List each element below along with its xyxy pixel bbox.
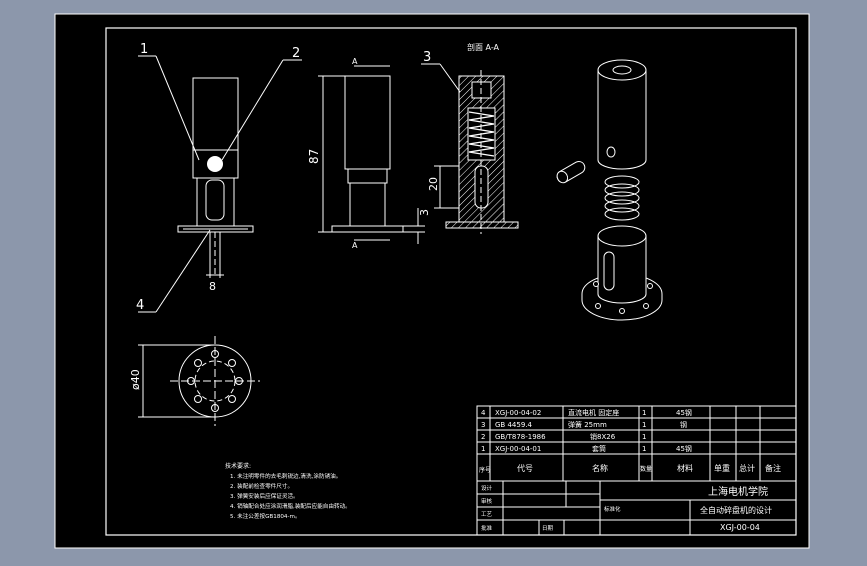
bom-row-2-name: 弹簧 25mm xyxy=(568,420,607,429)
bom-row-2-no: 3 xyxy=(481,421,485,429)
title-label-process: 工艺 xyxy=(481,511,493,518)
bom-row-4-no: 1 xyxy=(481,445,485,453)
bom-row-3-name: 销8X26 xyxy=(590,432,616,441)
notes-title: 技术要求: xyxy=(225,462,251,470)
bom-header-material: 材料 xyxy=(677,463,693,473)
cut-marker-top: A xyxy=(352,57,358,66)
title-label-date: 日期 xyxy=(542,525,554,532)
iso-spring xyxy=(604,175,640,221)
title-label-approve: 批准 xyxy=(481,524,493,532)
notes-line-2: 2. 装配前检查零件尺寸。 xyxy=(230,482,293,490)
bom-header-remark: 备注 xyxy=(765,463,781,473)
cut-marker-bottom: A xyxy=(352,241,358,250)
bom-header-unit-weight: 单重 xyxy=(714,463,730,473)
balloon-3: 3 xyxy=(423,50,431,65)
notes-line-5: 5. 未注公差按GB1804-m。 xyxy=(230,512,301,520)
notes-line-3: 3. 弹簧安装后应保证灵活。 xyxy=(230,492,299,500)
bom-row-1-material: 45钢 xyxy=(676,408,692,417)
pin-circle xyxy=(207,156,223,172)
section-spring xyxy=(468,111,495,157)
dimension-diameter-40: ø40 xyxy=(129,369,142,390)
title-label-standard: 标准化 xyxy=(604,505,621,513)
dimension-height-87: 87 xyxy=(307,149,321,164)
bom-header-qty: 数量 xyxy=(640,465,652,473)
drawing-sheet xyxy=(54,13,810,549)
school-name: 上海电机学院 xyxy=(708,485,768,498)
technical-notes: 技术要求: 1. 未注明零件的去毛刺锐边,清洗,涂防锈油。 2. 装配前检查零件… xyxy=(225,462,351,520)
flange-top-view xyxy=(138,336,260,426)
side-view-flange xyxy=(331,225,404,233)
balloon-leaders xyxy=(138,55,461,313)
bom-row-3-no: 2 xyxy=(481,433,485,441)
drawing-title: 全自动碎盘机的设计 xyxy=(700,505,772,515)
dimension-slot-20: 20 xyxy=(427,177,440,191)
bom-header-code: 代号 xyxy=(517,463,533,473)
dimension-slot-8: 8 xyxy=(209,280,216,293)
section-view xyxy=(434,70,519,234)
bom-row-1-name: 直流电机 固定座 xyxy=(568,408,619,417)
iso-sleeve xyxy=(597,70,647,170)
side-view xyxy=(318,65,425,244)
bom-header-no: 序号 xyxy=(479,466,491,474)
title-label-check: 审核 xyxy=(481,497,493,505)
front-view xyxy=(177,77,254,278)
bom-row-1-qty: 1 xyxy=(642,409,646,417)
notes-line-1: 1. 未注明零件的去毛刺锐边,清洗,涂防锈油。 xyxy=(230,472,341,480)
balloon-2: 2 xyxy=(292,46,300,61)
drawing-number: XGJ-00-04 xyxy=(720,523,760,532)
bom-row-1-code: XGJ-00-04-02 xyxy=(495,409,541,417)
bom-row-2-qty: 1 xyxy=(642,421,646,429)
section-flange xyxy=(445,221,519,229)
bom-row-4-code: XGJ-00-04-01 xyxy=(495,445,541,453)
bom-rows: 4 XGJ-00-04-02 直流电机 固定座 1 45钢 3 GB 4459.… xyxy=(479,408,781,474)
title-block-text: 设计 审核 工艺 标准化 批准 日期 上海电机学院 全自动碎盘机的设计 XGJ-… xyxy=(481,484,772,532)
iso-pin xyxy=(556,161,586,184)
section-label: 剖面 A-A xyxy=(467,42,500,52)
balloon-4: 4 xyxy=(136,298,144,313)
bom-header-name: 名称 xyxy=(592,463,608,473)
bom-row-4-material: 45钢 xyxy=(676,444,692,453)
dimension-base-3: 3 xyxy=(418,209,431,216)
bom-table xyxy=(476,405,797,482)
bom-row-3-qty: 1 xyxy=(642,433,646,441)
notes-line-4: 4. 销轴配合处应涂润滑脂,装配后应能自由转动。 xyxy=(230,502,351,510)
bom-row-1-no: 4 xyxy=(481,409,486,417)
balloon-1: 1 xyxy=(140,42,148,57)
bom-row-2-code: GB 4459.4 xyxy=(495,421,532,429)
bom-row-3-code: GB/T878-1986 xyxy=(495,433,546,441)
drawing-frame xyxy=(105,27,797,536)
title-block xyxy=(476,480,797,536)
bom-header-total-weight: 总计 xyxy=(739,463,755,473)
bom-row-2-material: 钢 xyxy=(680,420,687,429)
title-label-design: 设计 xyxy=(481,484,493,492)
bom-row-4-name: 套筒 xyxy=(592,444,606,453)
isometric-view xyxy=(556,59,663,321)
bom-row-4-qty: 1 xyxy=(642,445,646,453)
